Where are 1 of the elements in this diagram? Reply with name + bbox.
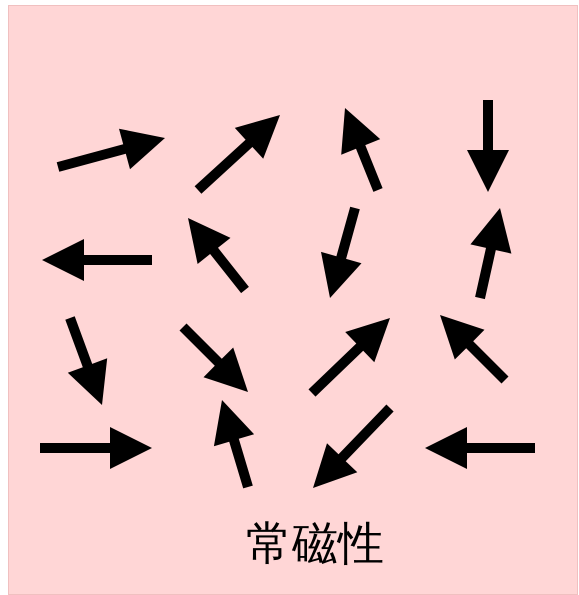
caption: 常磁性 — [245, 515, 385, 571]
